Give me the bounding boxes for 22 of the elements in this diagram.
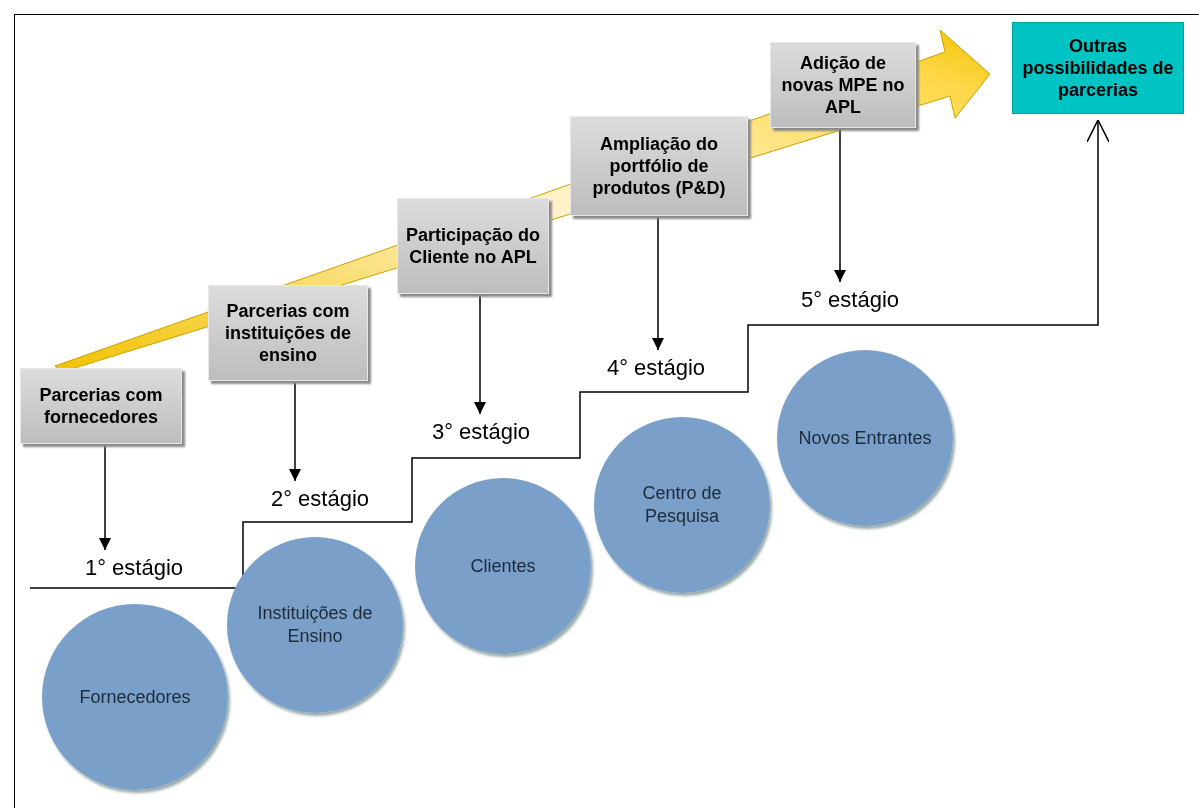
arrow (834, 127, 846, 283)
arrow (289, 380, 301, 482)
stage-label: 2° estágio (258, 483, 382, 515)
arrow (652, 215, 664, 351)
stage-label: 5° estágio (788, 284, 912, 316)
staircase-arrow (29, 119, 1110, 589)
arrow (99, 443, 111, 551)
partner-circle: Fornecedores (42, 604, 228, 790)
stage-label: 3° estágio (414, 416, 548, 448)
partner-circle: Instituições de Ensino (227, 537, 403, 713)
process-box: Parcerias com fornecedores (20, 368, 182, 444)
process-box: Outras possibilidades de parcerias (1012, 22, 1184, 114)
stage-label: 4° estágio (594, 352, 718, 384)
process-box: Participação do Cliente no APL (397, 198, 549, 294)
process-box: Ampliação do portfólio de produtos (P&D) (570, 116, 748, 216)
partner-circle: Novos Entrantes (777, 350, 953, 526)
arrow (474, 293, 486, 415)
stage-label: 1° estágio (72, 552, 196, 584)
partner-circle: Centro de Pesquisa (594, 417, 770, 593)
process-box: Parcerias com instituições de ensino (208, 285, 368, 381)
partner-circle: Clientes (415, 478, 591, 654)
process-box: Adição de novas MPE no APL (770, 42, 916, 128)
